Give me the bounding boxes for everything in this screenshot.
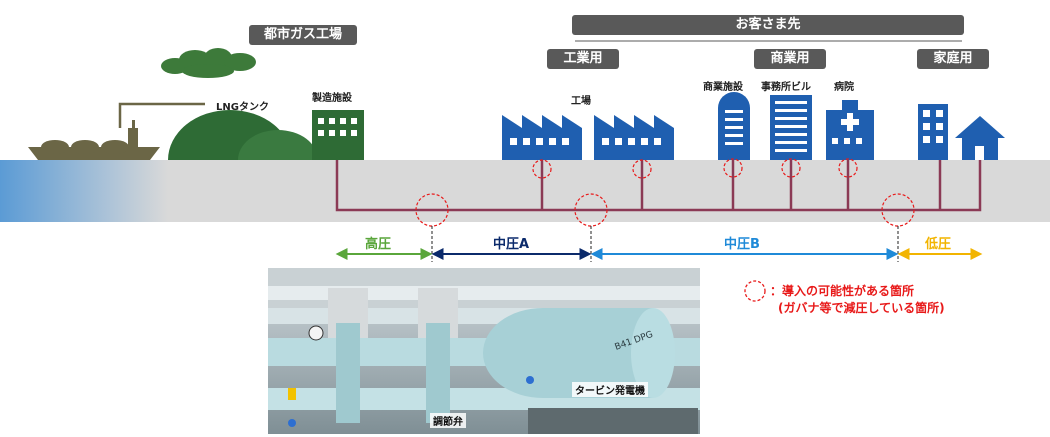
label-high-pressure: 高圧 bbox=[365, 237, 392, 252]
photo-illustration: B41 DPG bbox=[268, 268, 700, 434]
legend-line-2: (ガバナ等で減圧している箇所) bbox=[778, 301, 945, 315]
label-medium-a-pressure: 中圧A bbox=[493, 237, 530, 252]
label-factory: 工場 bbox=[571, 96, 591, 107]
label-office-building: 事務所ビル bbox=[761, 82, 811, 93]
smoke-cloud-icon bbox=[161, 48, 256, 78]
factory-icon bbox=[502, 115, 674, 160]
gas-pipeline bbox=[335, 160, 982, 212]
tag-customers: お客さま先 bbox=[572, 15, 964, 35]
legend-line-1: ：導入の可能性がある箇所 bbox=[770, 284, 915, 298]
label-control-valve: 調節弁 bbox=[430, 413, 466, 428]
lng-ship-icon bbox=[28, 120, 160, 160]
hospital-icon bbox=[826, 100, 874, 160]
apartment-icon bbox=[918, 104, 948, 160]
label-manufacturing: 製造施設 bbox=[312, 93, 352, 104]
house-icon bbox=[955, 116, 1005, 160]
label-turbine-generator: タービン発電機 bbox=[572, 382, 648, 397]
manufacturing-plant-icon bbox=[312, 110, 364, 160]
label-low-pressure: 低圧 bbox=[925, 237, 952, 252]
tag-city-gas-plant: 都市ガス工場 bbox=[249, 25, 357, 45]
lng-tank-icon bbox=[168, 110, 318, 160]
label-commercial-facility: 商業施設 bbox=[703, 82, 743, 93]
equipment-photo: B41 DPG 調節弁 タービン発電機 bbox=[268, 268, 700, 434]
label-lng-tank: LNGタンク bbox=[216, 102, 269, 113]
commercial-facility-icon bbox=[718, 92, 750, 160]
ground-band bbox=[0, 160, 1050, 222]
tag-industrial: 工業用 bbox=[547, 49, 619, 69]
label-medium-b-pressure: 中圧B bbox=[724, 237, 760, 252]
label-hospital: 病院 bbox=[834, 82, 854, 93]
legend-marker-icon bbox=[744, 280, 766, 302]
tag-residential: 家庭用 bbox=[917, 49, 989, 69]
lng-pipe bbox=[118, 102, 205, 128]
tag-commercial: 商業用 bbox=[754, 49, 826, 69]
governor-markers bbox=[415, 158, 915, 227]
office-building-icon bbox=[770, 95, 812, 160]
